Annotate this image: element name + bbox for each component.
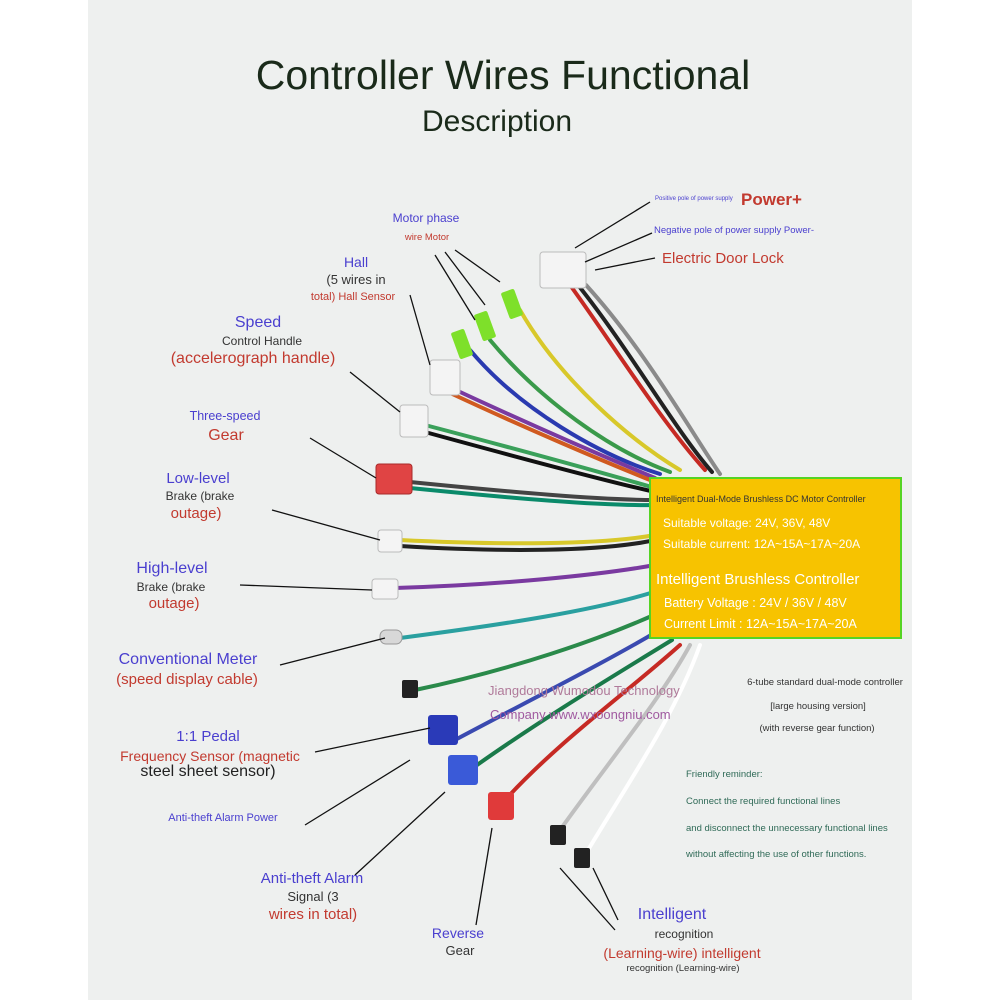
- hall-connector: [429, 359, 461, 396]
- spec-note-3: (with reverse gear function): [759, 723, 875, 734]
- info-voltage: Suitable voltage: 24V, 36V, 48V: [663, 516, 831, 530]
- connectors: [371, 251, 590, 868]
- label-positive-pole: Positive pole of power supply: [655, 196, 733, 202]
- wire-speed: [423, 423, 657, 490]
- label-alarm-signal: Anti-theft Alarm: [260, 870, 364, 887]
- wire-power-red: [568, 283, 707, 472]
- wire-high-brake: [393, 563, 657, 590]
- label-intelligent: Intelligent: [637, 906, 707, 923]
- info-limit: Current Limit : 12A~15A~17A~20A: [664, 617, 857, 631]
- wire-learning-1: [558, 643, 692, 832]
- pedal-connector: [402, 680, 418, 698]
- label-door-lock: Electric Door Lock: [662, 250, 784, 267]
- label-meter: Conventional Meter: [118, 651, 258, 668]
- info-battery: Battery Voltage : 24V / 36V / 48V: [664, 596, 847, 610]
- label-alarm-power: Anti-theft Alarm Power: [168, 812, 278, 824]
- wire-phase-green: [488, 338, 672, 474]
- label-hall-3: total) Hall Sensor: [310, 291, 396, 303]
- wire-pedal: [413, 608, 667, 692]
- wire-phase-yellow: [518, 308, 682, 472]
- label-pedal-2: Frequency Sensor (magnetic: [120, 748, 300, 764]
- reminder-line-3: without affecting the use of other funct…: [686, 849, 867, 860]
- phase-terminal-1: [501, 289, 523, 319]
- label-power-plus: Power+: [741, 190, 802, 209]
- label-low-brake: Low-level: [166, 470, 230, 487]
- label-high-brake-2: Brake (brake: [136, 580, 206, 594]
- phase-terminal-3: [451, 329, 473, 359]
- reminder-title: Friendly reminder:: [686, 769, 763, 780]
- label-intelligent-3: (Learning-wire) intelligent: [603, 945, 761, 961]
- wire-power-black: [576, 283, 714, 474]
- diagram-subtitle: Description: [421, 105, 573, 138]
- wire-meter: [398, 588, 662, 640]
- label-hall: Hall: [343, 254, 369, 270]
- spec-note-2: [large housing version]: [770, 701, 866, 712]
- label-meter-2: (speed display cable): [116, 671, 258, 688]
- reverse-connector: [488, 792, 514, 820]
- reminder-line-2: and disconnect the unnecessary functiona…: [686, 823, 888, 834]
- label-low-brake-2: Brake (brake: [165, 489, 235, 503]
- power-connector: [539, 251, 587, 289]
- watermark-line-1: Jiangdong Wumodou Technology: [488, 683, 680, 698]
- label-pedal: 1:1 Pedal: [176, 728, 240, 745]
- label-motor-phase: Motor phase: [392, 211, 460, 225]
- meter-connector: [379, 629, 403, 645]
- wire-three-speed: [408, 480, 657, 502]
- diagram-title: Controller Wires Functional: [255, 52, 751, 98]
- controller-info-box: Intelligent Dual-Mode Brushless DC Motor…: [649, 477, 902, 639]
- wire-hall-2: [446, 390, 657, 484]
- spec-note-1: 6-tube standard dual-mode controller: [747, 677, 903, 688]
- wire-hall: [443, 383, 657, 480]
- label-high-brake-3: outage): [148, 595, 200, 612]
- phase-terminal-2: [474, 311, 496, 341]
- label-three-speed-2: Gear: [208, 427, 244, 444]
- wire-phase-blue: [468, 348, 662, 476]
- low-brake-connector: [377, 529, 403, 553]
- wire-alarm-signal: [468, 638, 674, 772]
- info-current: Suitable current: 12A~15A~17A~20A: [663, 537, 861, 551]
- label-speed-3: (accelerograph handle): [170, 350, 336, 367]
- label-negative-pole: Negative pole of power supply Power-: [654, 225, 815, 236]
- alarm-power-connector: [428, 715, 458, 745]
- learning-connector-1: [550, 825, 566, 845]
- label-speed: Speed: [234, 314, 282, 331]
- label-motor-phase-sub: wire Motor: [404, 232, 450, 243]
- wire-low-brake: [398, 533, 657, 546]
- label-intelligent-2: recognition: [654, 927, 714, 941]
- wire-door-lock: [584, 283, 722, 476]
- wire-learning-2: [583, 643, 702, 857]
- label-intelligent-4: recognition (Learning-wire): [626, 963, 740, 974]
- label-reverse: Reverse: [431, 925, 485, 941]
- label-alarm-signal-3: wires in total): [268, 906, 358, 923]
- label-high-brake: High-level: [136, 560, 208, 577]
- label-low-brake-3: outage): [170, 505, 222, 522]
- speed-connector: [399, 404, 429, 438]
- label-alarm-signal-2: Signal (3: [287, 889, 339, 904]
- info-title: Intelligent Dual-Mode Brushless DC Motor…: [656, 494, 866, 504]
- label-three-speed: Three-speed: [189, 409, 261, 423]
- wire-alarm-power: [453, 623, 670, 742]
- high-brake-connector: [371, 578, 399, 600]
- label-reverse-2: Gear: [445, 943, 475, 958]
- three-speed-connector: [375, 463, 413, 495]
- wire-reverse: [503, 643, 682, 802]
- wire-three-speed-2: [408, 486, 657, 508]
- wire-speed-2: [423, 430, 657, 494]
- learning-connector-2: [574, 848, 590, 868]
- label-speed-2: Control Handle: [221, 334, 303, 348]
- label-hall-2: (5 wires in: [326, 272, 386, 287]
- reminder-line-1: Connect the required functional lines: [686, 796, 841, 807]
- watermark-line-2: Company www.wxoongniu.com: [490, 707, 671, 722]
- label-pedal-3: steel sheet sensor): [140, 763, 276, 780]
- alarm-signal-connector: [448, 755, 478, 785]
- info-name: Intelligent Brushless Controller: [656, 571, 860, 588]
- pointer-lines: [239, 201, 656, 931]
- wire-low-brake-2: [398, 538, 657, 552]
